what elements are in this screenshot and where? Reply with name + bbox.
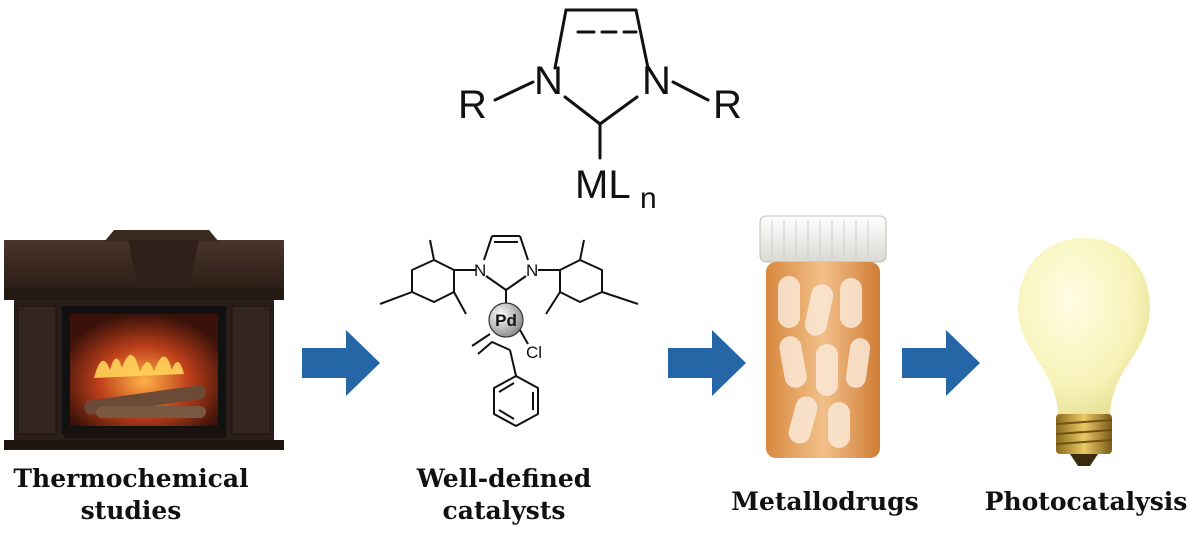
caption-catalysts-line-1: Well-defined <box>416 464 592 493</box>
caption-catalysts: Well-defined catalysts <box>404 463 604 527</box>
catalyst-left-n: N <box>474 261 486 280</box>
light-bulb-icon <box>1018 238 1150 466</box>
caption-metallodrugs-line-1: Metallodrugs <box>731 487 919 516</box>
caption-thermochemical: Thermochemical studies <box>0 463 262 527</box>
right-arrow-icon <box>302 330 380 396</box>
caption-metallodrugs: Metallodrugs <box>718 486 932 518</box>
caption-thermochemical-line-1: Thermochemical <box>13 464 249 493</box>
catalyst-right-n: N <box>526 261 538 280</box>
catalyst-metal-label: Pd <box>495 311 517 330</box>
fireplace-icon <box>4 230 284 450</box>
structure-left-n: N <box>534 59 563 103</box>
nhc-structure: R N N R ML n <box>458 8 742 215</box>
structure-right-n: N <box>642 59 671 103</box>
catalyst-structure: Pd Cl N N <box>379 235 639 427</box>
caption-photocatalysis-line-1: Photocatalysis <box>984 487 1188 516</box>
right-arrow-icon <box>668 330 746 396</box>
pill-bottle-icon <box>759 215 887 458</box>
structure-right-r: R <box>713 83 742 127</box>
structure-left-r: R <box>458 83 487 127</box>
structure-metal-subscript: n <box>640 182 657 215</box>
right-arrow-icon <box>902 330 980 396</box>
catalyst-ligand-label: Cl <box>526 343 542 362</box>
caption-thermochemical-line-2: studies <box>80 496 182 525</box>
caption-catalysts-line-2: catalysts <box>442 496 566 525</box>
structure-metal-fragment: ML <box>575 163 631 207</box>
caption-photocatalysis: Photocatalysis <box>976 486 1196 518</box>
